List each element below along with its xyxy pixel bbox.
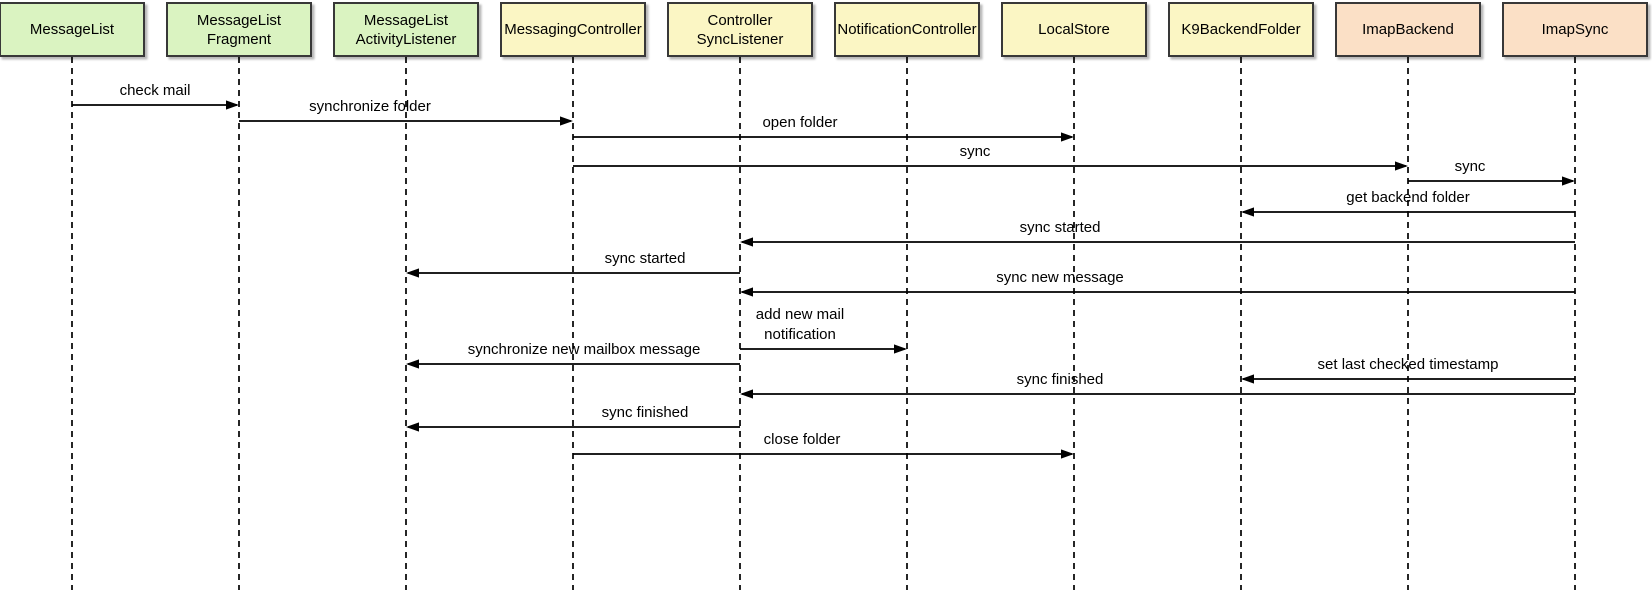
participant-label: NotificationController bbox=[837, 21, 977, 38]
participant-label: Controller SyncListener bbox=[696, 11, 784, 48]
participant-box-local-store: LocalStore bbox=[1001, 2, 1147, 57]
message-arrowhead bbox=[1395, 161, 1408, 171]
participant-label: K9BackendFolder bbox=[1181, 21, 1301, 38]
message-arrowhead bbox=[560, 116, 573, 126]
participant-box-message-list-fragment: MessageList Fragment bbox=[166, 2, 312, 57]
message-arrowhead bbox=[740, 237, 753, 247]
message-arrowhead bbox=[1241, 374, 1254, 384]
message-arrowhead bbox=[226, 100, 239, 110]
participant-box-k9-backend-folder: K9BackendFolder bbox=[1168, 2, 1314, 57]
participant-label: MessagingController bbox=[504, 21, 642, 38]
participant-label: MessageList Fragment bbox=[196, 11, 282, 48]
message-arrowhead bbox=[894, 344, 907, 354]
message-arrowhead bbox=[1562, 176, 1575, 186]
participant-label: ImapBackend bbox=[1362, 21, 1454, 38]
message-arrowhead bbox=[740, 389, 753, 399]
participant-label: LocalStore bbox=[1038, 21, 1110, 38]
message-arrowhead bbox=[1061, 449, 1074, 459]
message-arrowhead bbox=[406, 422, 419, 432]
participant-label: MessageList bbox=[29, 21, 115, 38]
message-arrowhead bbox=[406, 268, 419, 278]
participant-box-messaging-controller: MessagingController bbox=[500, 2, 646, 57]
message-arrowhead bbox=[406, 359, 419, 369]
participant-box-imap-sync: ImapSync bbox=[1502, 2, 1648, 57]
participant-box-controller-sync-listener: Controller SyncListener bbox=[667, 2, 813, 57]
participant-box-message-list-activity-listener: MessageList ActivityListener bbox=[333, 2, 479, 57]
participant-label: ImapSync bbox=[1541, 21, 1609, 38]
participant-box-message-list: MessageList bbox=[0, 2, 145, 57]
message-arrowhead bbox=[740, 287, 753, 297]
message-arrowhead bbox=[1061, 132, 1074, 142]
message-arrowhead bbox=[1241, 207, 1254, 217]
participant-box-notification-controller: NotificationController bbox=[834, 2, 980, 57]
participant-box-imap-backend: ImapBackend bbox=[1335, 2, 1481, 57]
participant-label: MessageList ActivityListener bbox=[355, 11, 457, 48]
